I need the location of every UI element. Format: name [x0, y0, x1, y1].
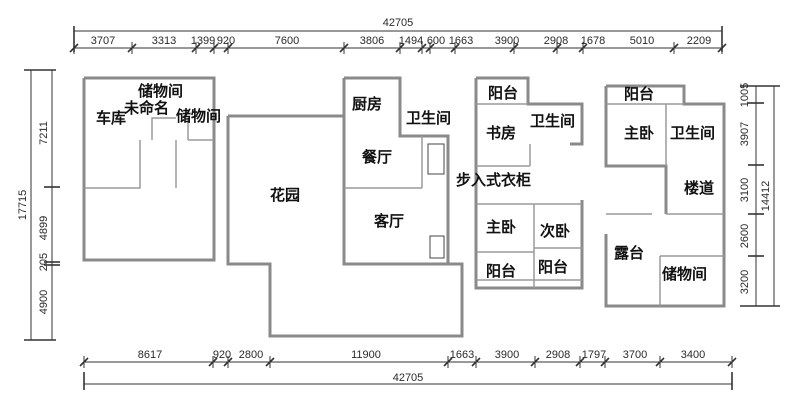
- bottom-seg-label: 8617: [138, 349, 162, 361]
- right-block-wall: [604, 84, 726, 308]
- top-dimension-chain: 42705 3707 3313 1399 920 7600 3806 1494 …: [69, 17, 727, 54]
- room-second-bed-label: 次卧: [540, 222, 570, 240]
- room-bath-label: 卫生间: [670, 124, 715, 142]
- right-seg-label: 3200: [739, 270, 751, 294]
- top-seg-label: 3707: [91, 35, 115, 47]
- room-bath-label: 卫生间: [530, 112, 575, 130]
- left-seg-label: 4900: [38, 290, 50, 314]
- top-seg-label: 7600: [275, 35, 299, 47]
- room-bath-label: 卫生间: [406, 109, 451, 127]
- top-seg-label: 3313: [152, 35, 176, 47]
- top-seg-label: 920: [217, 35, 235, 47]
- living-fixture: [429, 235, 445, 259]
- bottom-seg-label: 11900: [351, 349, 381, 361]
- bottom-seg-label: 3400: [681, 349, 705, 361]
- room-stairs-label: 楼道: [684, 179, 714, 197]
- left-seg-label: 7211: [38, 121, 50, 145]
- room-unnamed-label: 未命名: [123, 99, 169, 117]
- room-balcony-label: 阳台: [538, 258, 568, 276]
- right-block-wall: [604, 86, 668, 214]
- room-labels: 车库 储物间 未命名 储物间 花园 厨房 餐厅 卫生间 客厅 阳台 书房 卫生间…: [96, 82, 715, 283]
- right-seg-label: 3907: [739, 122, 751, 146]
- bottom-seg-label: 3700: [623, 349, 647, 361]
- room-master-bed-label: 主卧: [624, 124, 654, 142]
- left-dimension-chain: 17715 7211 4899 205 4900: [17, 69, 60, 341]
- room-garage-label: 车库: [96, 109, 126, 127]
- room-storage-label: 储物间: [176, 107, 221, 125]
- garage-block-wall: [82, 76, 216, 262]
- left-seg-label: 205: [38, 253, 50, 271]
- storage-inner-wall: [151, 117, 176, 140]
- bottom-seg-label: 3900: [495, 349, 519, 361]
- top-seg-label: 1663: [449, 35, 473, 47]
- right-seg-label: 3100: [739, 178, 751, 202]
- left-seg-label: 4899: [38, 216, 50, 240]
- top-seg-label: 1494: [399, 35, 423, 47]
- top-seg-label: 3900: [495, 35, 519, 47]
- top-seg-label: 3806: [360, 35, 384, 47]
- room-storage-label: 储物间: [662, 265, 707, 283]
- bath-fixture: [427, 143, 445, 175]
- bottom-seg-label: 1797: [582, 349, 606, 361]
- mid-block-wall: [476, 76, 584, 146]
- left-total-label: 17715: [17, 190, 29, 221]
- room-study-label: 书房: [486, 124, 516, 142]
- top-seg-label: 1678: [581, 35, 605, 47]
- room-terrace-label: 露台: [614, 244, 644, 262]
- room-master-bed-label: 主卧: [486, 218, 516, 236]
- top-total-label: 42705: [383, 17, 414, 29]
- top-seg-label: 600: [427, 35, 445, 47]
- room-storage-label: 储物间: [138, 82, 183, 100]
- room-balcony-label: 阳台: [486, 262, 516, 280]
- bottom-seg-label: 920: [213, 349, 231, 361]
- garage-inner-wall: [84, 140, 141, 189]
- top-seg-label: 5010: [630, 35, 654, 47]
- room-closet-label: 步入式衣柜: [456, 171, 531, 189]
- room-balcony-label: 阳台: [624, 85, 654, 103]
- garden-wall: [226, 116, 464, 338]
- room-living-label: 客厅: [373, 212, 404, 230]
- room-garden-label: 花园: [270, 186, 300, 204]
- right-dimension-chain: 1005 3907 3100 2600 3200 14412: [739, 83, 780, 307]
- right-total-label: 14412: [760, 181, 772, 212]
- room-kitchen-label: 厨房: [352, 95, 382, 113]
- room-balcony-label: 阳台: [488, 84, 518, 102]
- center-block-wall: [342, 76, 450, 266]
- bottom-seg-label: 2908: [546, 349, 570, 361]
- right-seg-label: 2600: [739, 224, 751, 248]
- top-seg-label: 2209: [687, 35, 711, 47]
- right-seg-label: 1005: [739, 83, 751, 107]
- top-seg-label: 1399: [191, 35, 215, 47]
- bottom-seg-label: 2800: [239, 349, 263, 361]
- top-seg-label: 2908: [544, 35, 568, 47]
- bottom-dimension-chain: 8617 920 2800 11900 1663 3900 2908 1797 …: [79, 349, 737, 390]
- bottom-seg-label: 1663: [450, 349, 474, 361]
- walls: [82, 76, 726, 338]
- room-dining-label: 餐厅: [362, 148, 392, 166]
- bottom-total-label: 42705: [393, 372, 424, 384]
- mid-block-wall: [474, 78, 584, 290]
